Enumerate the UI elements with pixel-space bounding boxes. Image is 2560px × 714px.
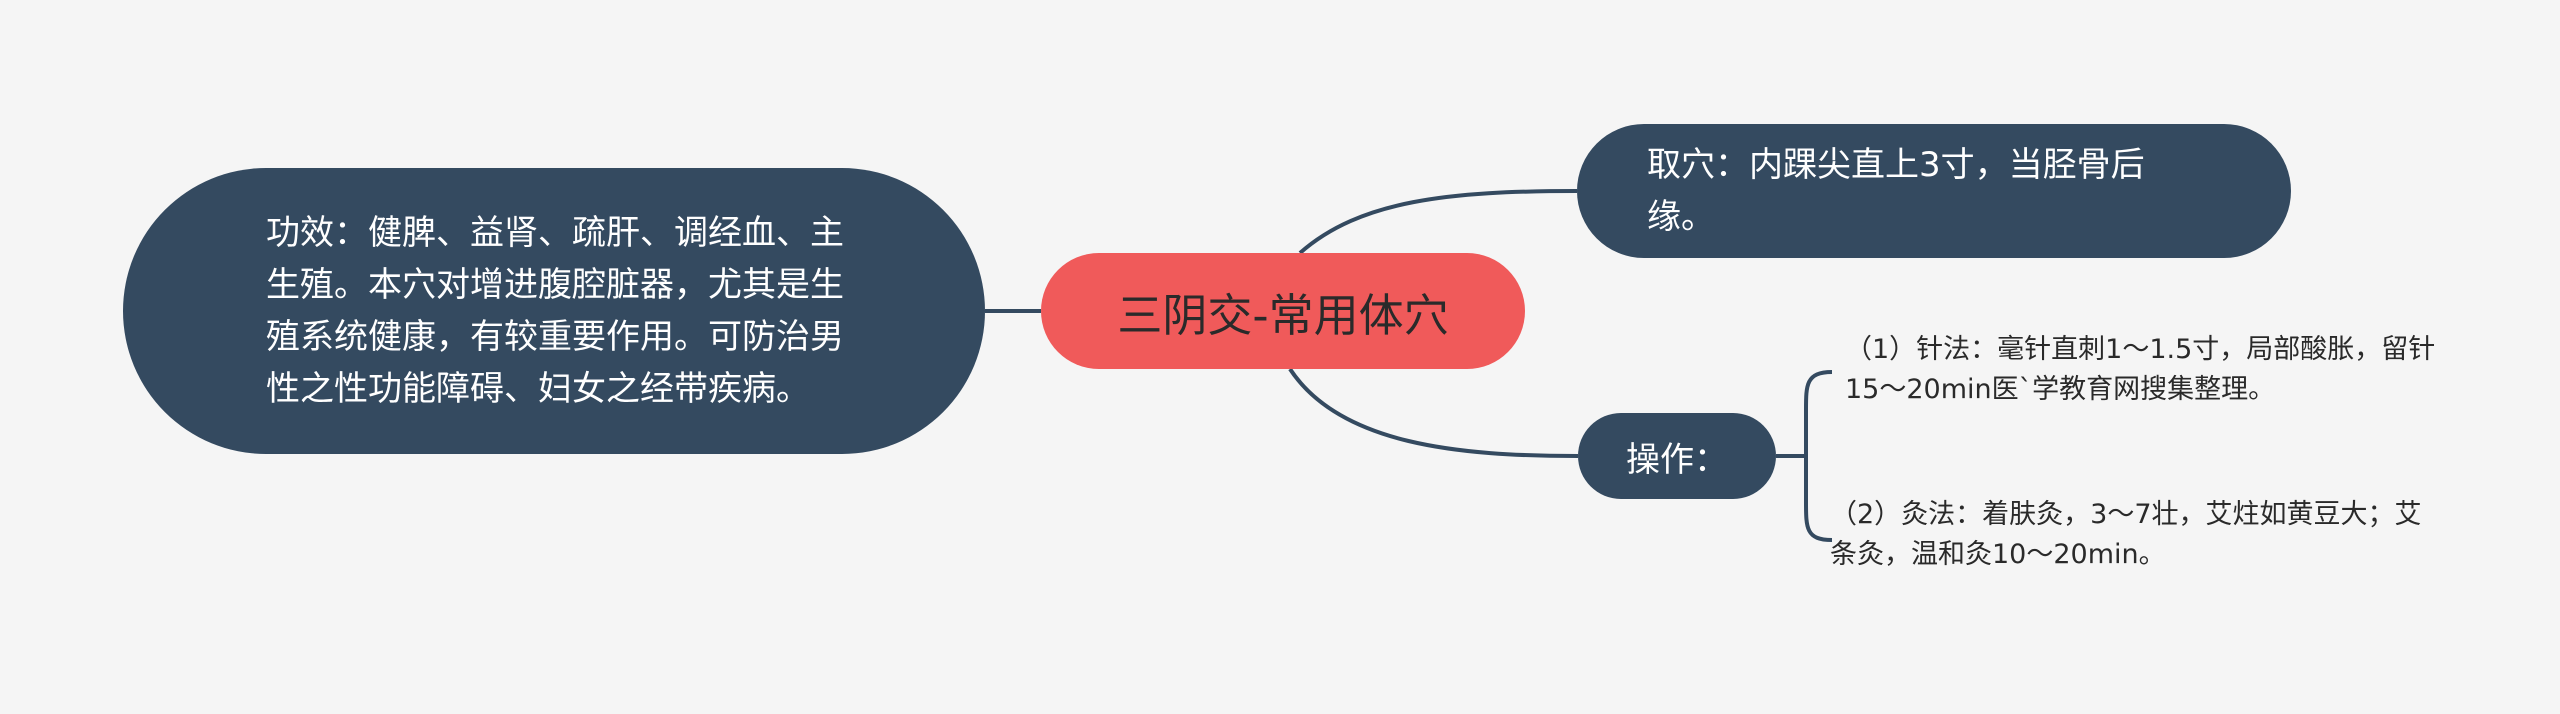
needling-leaf-label: （1）针法：毫针直刺1～1.5寸，局部酸胀，留针15～20min医`学教育网搜集… — [1845, 334, 2436, 405]
root-node-label: 三阴交-常用体穴 — [1117, 288, 1449, 342]
acupoint-location-label: 取穴：内踝尖直上3寸，当胫骨后缘。 — [1647, 145, 2145, 237]
operation-node-label: 操作： — [1626, 439, 1728, 480]
operation-node[interactable]: 操作： — [1578, 413, 1776, 499]
effect-node[interactable]: 功效：健脾、益肾、疏肝、调经血、主生殖。本穴对增进腹腔脏器，尤其是生殖系统健康，… — [123, 168, 985, 454]
bracket — [1804, 370, 1833, 542]
effect-node-label: 功效：健脾、益肾、疏肝、调经血、主生殖。本穴对增进腹腔脏器，尤其是生殖系统健康，… — [266, 213, 844, 409]
edge-root-to-top — [1298, 189, 1578, 255]
root-node[interactable]: 三阴交-常用体穴 — [1041, 253, 1525, 369]
acupoint-location-node[interactable]: 取穴：内踝尖直上3寸，当胫骨后缘。 — [1577, 124, 2291, 258]
needling-leaf[interactable]: （1）针法：毫针直刺1～1.5寸，局部酸胀，留针15～20min医`学教育网搜集… — [1845, 330, 2445, 410]
moxibustion-leaf[interactable]: （2）灸法：着肤灸，3～7壮，艾炷如黄豆大；艾条灸，温和灸10～20min。 — [1830, 495, 2430, 575]
edge-root-to-op — [1288, 367, 1579, 458]
moxibustion-leaf-label: （2）灸法：着肤灸，3～7壮，艾炷如黄豆大；艾条灸，温和灸10～20min。 — [1830, 499, 2422, 570]
